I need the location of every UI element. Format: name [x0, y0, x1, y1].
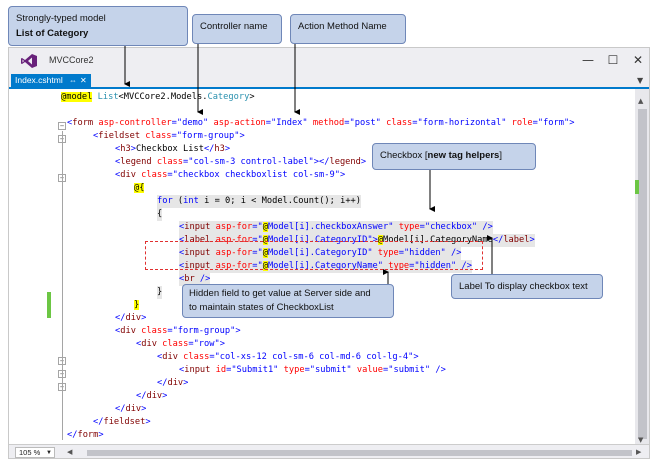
- pin-icon[interactable]: ⇔: [69, 76, 77, 85]
- fold-guide: [62, 131, 63, 440]
- callout-controller-name: Controller name: [192, 14, 282, 44]
- code-line-21: <input id="Submit1" type="submit" value=…: [179, 365, 446, 375]
- callout-action-method: Action Method Name: [290, 14, 406, 44]
- code-line-14: <br />: [179, 273, 211, 286]
- app-title: MVCCore2: [49, 55, 94, 65]
- callout-checkbox-suffix: ]: [499, 150, 502, 161]
- tab-dropdown-icon[interactable]: ▼: [637, 76, 644, 85]
- hscroll-thumb[interactable]: [87, 450, 632, 456]
- callout-controller-text: Controller name: [200, 21, 268, 32]
- code-line-6: <div class="checkbox checkboxlist col-sm…: [115, 170, 346, 180]
- horizontal-scrollbar[interactable]: ◀ ▶: [65, 448, 645, 458]
- callout-model-value: List of Category: [16, 28, 89, 39]
- visual-studio-logo-icon: [21, 54, 37, 68]
- callout-hidden-line2: to maintain states of CheckboxList: [189, 302, 334, 313]
- callout-hidden-line1: Hidden field to get value at Server side…: [189, 288, 371, 299]
- collapse-box-icon[interactable]: −: [58, 122, 66, 130]
- zoom-value: 105 %: [19, 448, 41, 457]
- arrow-up-icon[interactable]: ▲: [638, 97, 644, 105]
- arrow-left-icon[interactable]: ◀: [67, 448, 73, 456]
- title-bar: MVCCore2 — ☐ ✕: [9, 48, 649, 74]
- vertical-scrollbar[interactable]: ▲ ▼: [635, 89, 649, 446]
- code-line-19: <div class="row">: [136, 339, 225, 349]
- change-marker: [47, 292, 51, 318]
- callout-strongly-typed-model: Strongly-typed model List of Category: [8, 6, 188, 46]
- code-line-11: <label asp-for="@Model[i].CategoryID">@M…: [179, 234, 535, 247]
- callout-checkbox-prefix: Checkbox [: [380, 150, 428, 161]
- code-line-8: for (int i = 0; i < Model.Count(); i++): [157, 195, 362, 208]
- code-line-18: <div class="form-group">: [115, 326, 241, 336]
- callout-hidden-field: Hidden field to get value at Server side…: [182, 284, 394, 318]
- scroll-change-marker: [635, 180, 639, 194]
- callout-action-text: Action Method Name: [298, 21, 387, 32]
- code-line-25: </fieldset>: [93, 417, 151, 427]
- callout-checkbox: Checkbox [new tag helpers]: [372, 143, 536, 170]
- code-line-15: }: [157, 286, 163, 299]
- code-line-24: </div>: [115, 404, 147, 414]
- maximize-button[interactable]: ☐: [607, 53, 619, 67]
- callout-label-note: Label To display checkbox text: [451, 274, 603, 299]
- minimize-button[interactable]: —: [582, 53, 594, 67]
- tab-close-icon[interactable]: ✕: [80, 76, 87, 85]
- code-line-10: <input asp-for="@Model[i].checkboxAnswer…: [179, 221, 493, 234]
- code-line-16: }: [134, 300, 140, 310]
- code-line-5: <legend class="col-sm-3 control-label"><…: [115, 157, 367, 167]
- code-line-12: <input asp-for="@Model[i].CategoryID" ty…: [179, 247, 462, 260]
- zoom-select[interactable]: 105 % ▼: [15, 447, 55, 458]
- code-line-26: </form>: [67, 430, 104, 440]
- tab-label: Index.cshtml: [15, 75, 63, 85]
- code-line-20: <div class="col-xs-12 col-sm-6 col-md-6 …: [157, 352, 419, 362]
- tab-index-cshtml[interactable]: Index.cshtml ⇔ ✕: [11, 74, 91, 87]
- callout-checkbox-bold: new tag helpers: [427, 150, 500, 161]
- code-line-4: <h3>Checkbox List</h3>: [115, 144, 231, 154]
- close-window-button[interactable]: ✕: [632, 53, 644, 67]
- callout-model-label: Strongly-typed model: [16, 13, 106, 24]
- code-line-22: </div>: [157, 378, 189, 388]
- arrow-right-icon[interactable]: ▶: [636, 448, 642, 456]
- code-line-23: </div>: [136, 391, 168, 401]
- editor-window: MVCCore2 — ☐ ✕ Index.cshtml ⇔ ✕ ▼ − − − …: [8, 47, 650, 459]
- document-tab-strip: Index.cshtml ⇔ ✕ ▼: [9, 74, 649, 89]
- code-line-7: @{: [134, 183, 145, 193]
- hidden-fields-highlight: [145, 241, 483, 270]
- code-line-9: {: [157, 208, 163, 221]
- scroll-thumb[interactable]: [638, 109, 647, 439]
- code-line-2: <form asp-controller="demo" asp-action="…: [67, 118, 575, 128]
- code-line-3: <fieldset class="form-group">: [93, 131, 245, 141]
- code-line-17: </div>: [115, 313, 147, 323]
- chevron-down-icon: ▼: [46, 450, 52, 456]
- callout-label-text: Label To display checkbox text: [459, 281, 588, 292]
- code-line-1: @model List<MVCCore2.Models.Category>: [61, 92, 255, 102]
- arrow-down-icon[interactable]: ▼: [638, 436, 644, 444]
- editor-status-bar: 105 % ▼ ◀ ▶: [9, 444, 649, 458]
